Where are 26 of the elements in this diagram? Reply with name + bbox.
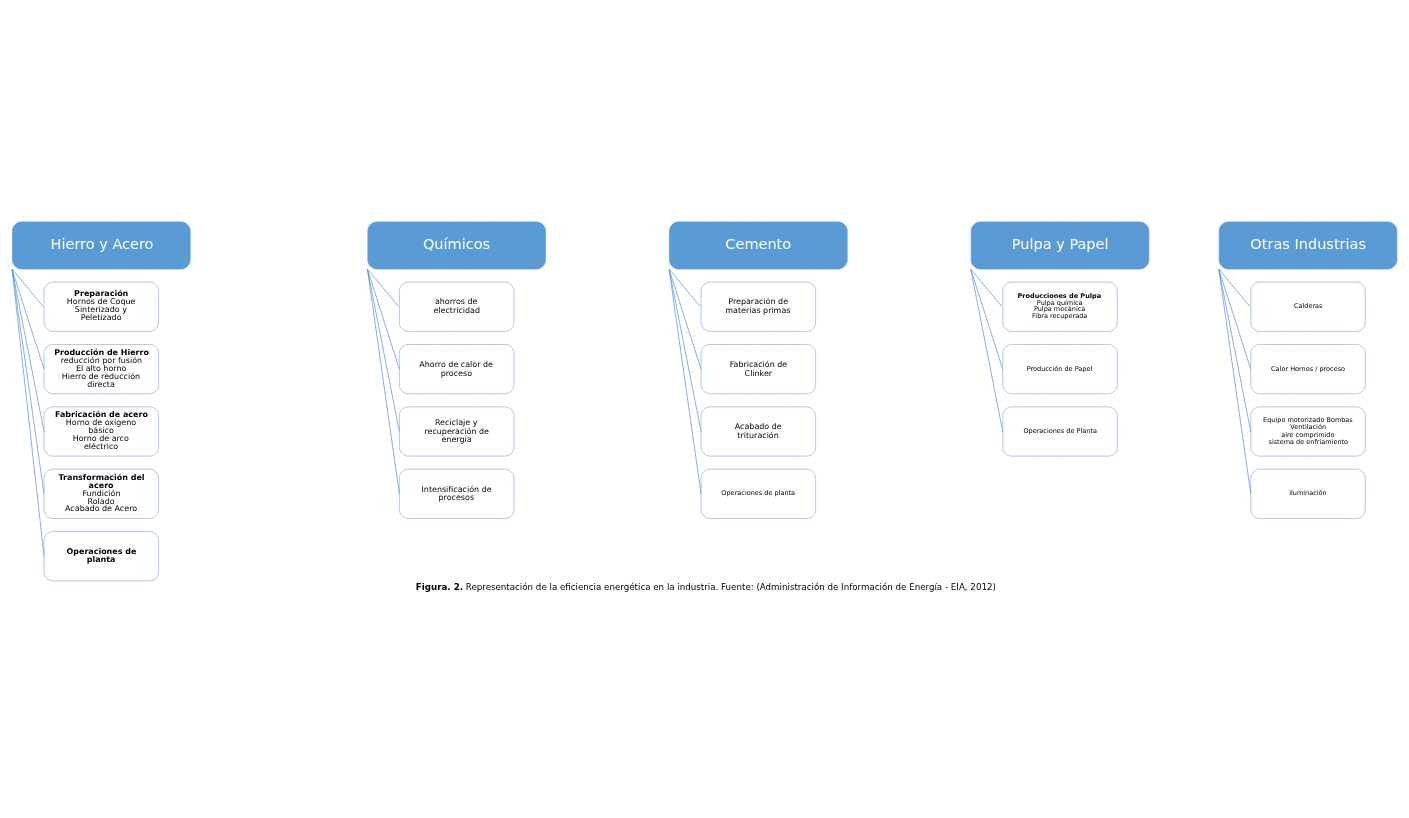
connector [1218, 269, 1252, 370]
connector [1218, 268, 1251, 308]
connector [367, 269, 400, 495]
connector [668, 269, 702, 432]
connector [11, 269, 45, 557]
node-box: Pulpa y Papel [970, 221, 1150, 270]
connector [1218, 269, 1252, 432]
node-box: Cemento [669, 221, 848, 270]
connector [367, 269, 400, 370]
connector [11, 268, 44, 308]
node-box: Hierro y Acero [12, 221, 191, 270]
connector [367, 268, 399, 308]
caption: Figura. 2. Representación de la eficiencia energética en la industria. Fuente: (Administración de Información de Energía - EIA, 2012) [415, 582, 996, 593]
connector [668, 269, 702, 495]
connector [1218, 269, 1252, 495]
connector [668, 269, 702, 370]
connector [11, 269, 45, 432]
connector [970, 269, 1004, 432]
connector [970, 268, 1003, 308]
connector [367, 269, 400, 432]
node-box: Químicos [367, 221, 546, 270]
connector [668, 268, 701, 308]
connector [11, 269, 45, 495]
node-box: Otras Industrias [1218, 221, 1398, 270]
connector [11, 269, 45, 370]
connector [970, 269, 1004, 370]
